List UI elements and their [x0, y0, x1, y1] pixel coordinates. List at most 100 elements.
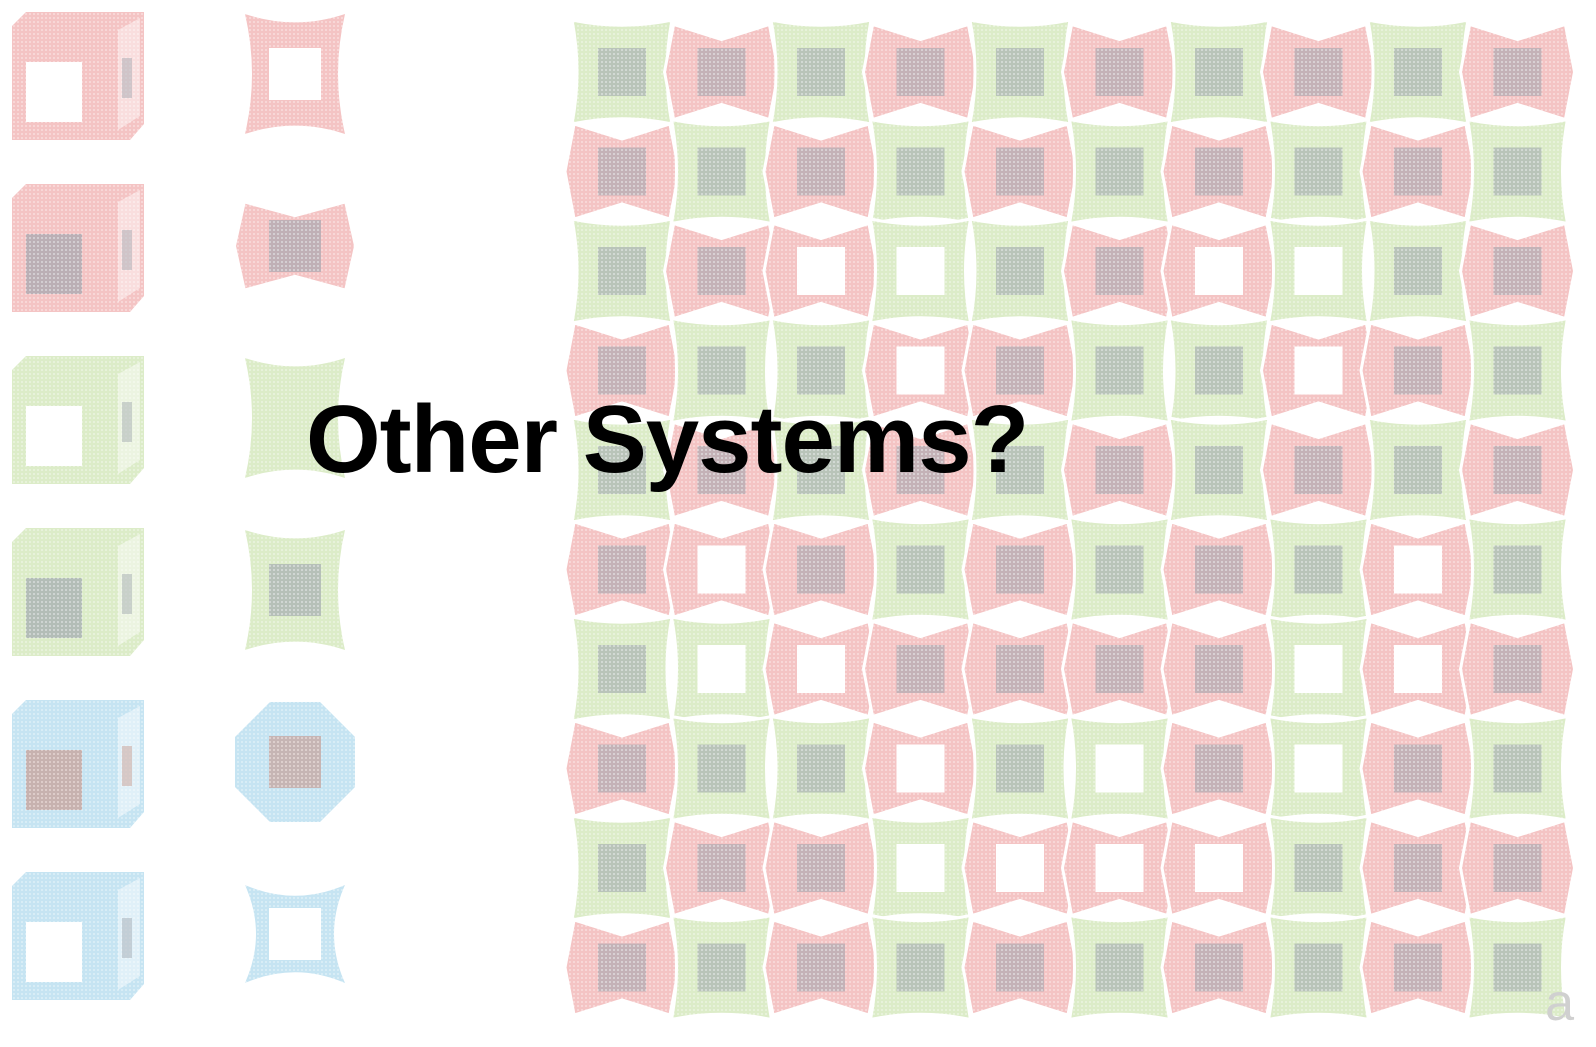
lattice-tile: [570, 814, 674, 922]
lattice-tile: [1067, 714, 1172, 823]
lattice-tile: [1465, 913, 1570, 1022]
lattice-tile: [868, 515, 973, 624]
lattice-tile: [769, 316, 873, 425]
lattice-tile: [1359, 818, 1477, 918]
lattice-tile: [1060, 818, 1179, 918]
lattice-tile: [662, 818, 781, 918]
lattice-tile: [669, 714, 774, 823]
lattice-tile: [861, 719, 980, 818]
lattice-tile: [570, 615, 674, 723]
lattice-tile: [1067, 515, 1172, 624]
lattice-tile: [1160, 719, 1278, 818]
flat-tile: [245, 530, 345, 650]
lattice-tile: [570, 416, 674, 524]
tile-lattice: [563, 18, 1577, 1022]
lattice-tile: [861, 22, 980, 122]
lattice-tile: [961, 122, 1079, 221]
lattice-tile: [1259, 321, 1378, 420]
lattice-tile: [1359, 122, 1477, 221]
lattice-tile: [762, 918, 880, 1017]
lattice-tile: [1266, 117, 1371, 226]
lattice-tile: [1366, 18, 1470, 126]
flat-tile-column: [235, 14, 355, 983]
lattice-tile: [861, 619, 980, 719]
lattice-tile: [563, 122, 681, 221]
cube-tile: [12, 12, 144, 140]
lattice-tile: [1160, 520, 1278, 619]
lattice-tile: [762, 818, 880, 918]
lattice-tile: [1160, 818, 1278, 918]
lattice-tile: [1266, 913, 1371, 1022]
lattice-tile: [1067, 913, 1172, 1022]
lattice-tile: [1266, 515, 1371, 624]
lattice-tile: [1060, 221, 1179, 321]
lattice-tile: [1167, 18, 1271, 126]
lattice-tile: [669, 117, 774, 226]
lattice-tile: [563, 719, 681, 818]
lattice-tile: [1167, 316, 1271, 425]
lattice-tile: [961, 918, 1079, 1017]
cube-tile: [12, 528, 144, 656]
lattice-tile: [563, 520, 681, 619]
lattice-tile: [1160, 619, 1278, 719]
lattice-tile: [1060, 619, 1179, 719]
cube-tile: [12, 872, 144, 1000]
lattice-tile: [868, 217, 973, 325]
lattice-tile: [868, 117, 973, 226]
lattice-tile: [662, 221, 781, 321]
flat-tile: [245, 358, 345, 478]
flat-tile: [245, 885, 345, 983]
lattice-tile: [669, 615, 774, 723]
cube-tile-column: [12, 12, 144, 1000]
lattice-tile: [961, 818, 1079, 918]
lattice-tile: [868, 814, 973, 922]
lattice-tile: [861, 420, 980, 520]
flat-tile: [236, 203, 354, 289]
lattice-tile: [1067, 316, 1172, 425]
lattice-tile: [563, 918, 681, 1017]
lattice-tile: [1366, 217, 1470, 325]
lattice-tile: [1266, 814, 1371, 922]
lattice-tile: [762, 122, 880, 221]
lattice-tile: [1458, 818, 1577, 918]
lattice-tile: [861, 321, 980, 420]
slide-title: Other Systems?: [306, 386, 1029, 493]
lattice-tile: [1060, 420, 1179, 520]
lattice-tile: [968, 714, 1072, 823]
lattice-tile: [1167, 416, 1271, 524]
lattice-tile: [1359, 918, 1477, 1017]
lattice-tile: [1266, 714, 1371, 823]
lattice-tile: [1359, 619, 1477, 719]
lattice-tile: [968, 416, 1072, 524]
lattice-tile: [1465, 515, 1570, 624]
lattice-tile: [1366, 416, 1470, 524]
lattice-tile: [1359, 321, 1477, 420]
lattice-tile: [1465, 714, 1570, 823]
lattice-tile: [1266, 217, 1371, 325]
lattice-tile: [968, 18, 1072, 126]
cube-tile: [12, 356, 144, 484]
lattice-tile: [669, 913, 774, 1022]
lattice-tile: [769, 18, 873, 126]
cube-tile: [12, 184, 144, 312]
lattice-tile: [762, 520, 880, 619]
lattice-tile: [961, 321, 1079, 420]
lattice-tile: [1160, 122, 1278, 221]
lattice-tile: [769, 416, 873, 524]
flat-tile: [245, 14, 345, 134]
lattice-tile: [961, 520, 1079, 619]
lattice-tile: [868, 913, 973, 1022]
lattice-tile: [669, 316, 774, 425]
lattice-tile: [769, 714, 873, 823]
corner-letter: a: [1545, 974, 1574, 1032]
lattice-tile: [570, 18, 674, 126]
cube-tile: [12, 700, 144, 828]
lattice-tile: [662, 22, 781, 122]
lattice-tile: [1465, 316, 1570, 425]
lattice-tile: [1160, 221, 1278, 321]
lattice-tile: [1160, 918, 1278, 1017]
lattice-tile: [662, 520, 781, 619]
lattice-tile: [961, 619, 1079, 719]
flat-tile: [235, 702, 355, 822]
